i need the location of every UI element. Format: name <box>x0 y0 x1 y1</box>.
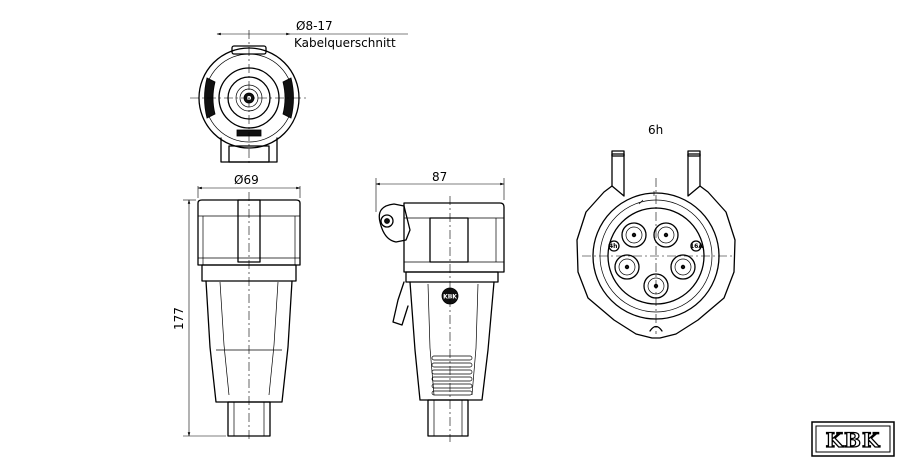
end-view: 4h 16A 6h <box>576 123 736 339</box>
body-diameter-dimension: Ø69 <box>197 173 301 198</box>
logo-text: KBK <box>826 428 881 452</box>
cable-section-label: Kabelquerschnitt <box>294 36 396 50</box>
depth-dimension: 87 <box>375 170 505 212</box>
length-dimension: 177 <box>172 199 226 437</box>
side-view: KBK <box>378 196 505 442</box>
pin-right <box>670 254 696 280</box>
pin-top-left <box>621 222 647 248</box>
pin-label-left: 4h <box>609 243 617 250</box>
side-grip-ribs <box>431 355 473 396</box>
length-label: 177 <box>172 307 186 330</box>
pin-left <box>614 254 640 280</box>
front-view <box>197 192 301 442</box>
svg-text:KBK: KBK <box>443 294 457 301</box>
clock-position-label: 6h <box>648 123 663 137</box>
body-diameter-label: Ø69 <box>234 173 259 187</box>
pin-label-right: 16A <box>690 243 703 250</box>
top-view <box>190 30 308 165</box>
pin-top-right <box>653 222 679 248</box>
cable-diameter-label: Ø8-17 <box>296 19 333 33</box>
depth-label: 87 <box>432 170 447 184</box>
kbk-logo: KBK <box>811 421 895 457</box>
cable-dimension: Ø8-17 Kabelquerschnitt <box>216 19 408 50</box>
